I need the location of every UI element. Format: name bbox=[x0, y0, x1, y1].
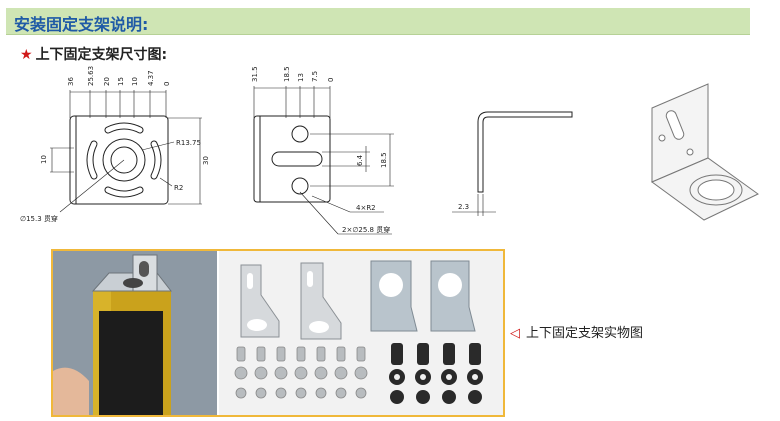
dim-10-top: 10 bbox=[131, 77, 139, 86]
dim-13: 13 bbox=[297, 73, 305, 82]
section-banner: 安装固定支架说明: bbox=[6, 8, 750, 35]
drawing-profile-view bbox=[452, 111, 573, 216]
dim-30-right: 30 bbox=[202, 156, 210, 165]
star-icon: ★ bbox=[20, 47, 33, 63]
dim-4-37: 4.37 bbox=[147, 70, 155, 86]
photo-mounted-bracket bbox=[53, 251, 217, 415]
photo-bracket-kit bbox=[219, 251, 503, 415]
photo-caption: ◁ 上下固定支架实物图 bbox=[510, 322, 643, 341]
left-arrow-icon: ◁ bbox=[510, 326, 520, 341]
radius-small-label: R2 bbox=[174, 184, 183, 192]
drawing-side-view bbox=[253, 86, 394, 235]
caption-text: 上下固定支架实物图 bbox=[526, 326, 644, 341]
dim-2-3: 2.3 bbox=[458, 203, 469, 211]
dim-31-5: 31.5 bbox=[251, 66, 259, 82]
bracket-3d-sketch bbox=[650, 83, 759, 221]
drawing-front-labels: 36 25.63 20 15 10 4.37 0 10 30 R13.75 R2… bbox=[20, 66, 210, 223]
dim-15: 15 bbox=[117, 77, 125, 86]
dim-10-left: 10 bbox=[40, 155, 48, 164]
drawing-front-view bbox=[50, 90, 202, 213]
photo-panel bbox=[51, 249, 505, 417]
dim-6-4: 6.4 bbox=[356, 154, 364, 166]
section-title: 安装固定支架说明: bbox=[14, 15, 149, 34]
dim-20: 20 bbox=[103, 77, 111, 86]
note-holes: 2×∅25.8 贯穿 bbox=[342, 225, 390, 234]
dim-7-5: 7.5 bbox=[311, 71, 319, 82]
hole-note: ∅15.3 贯穿 bbox=[20, 214, 58, 223]
note-4xr2: 4×R2 bbox=[356, 204, 376, 212]
dim-18-5-top: 18.5 bbox=[283, 66, 291, 82]
dim-36: 36 bbox=[67, 77, 75, 86]
radius-big-label: R13.75 bbox=[176, 139, 201, 147]
drawing-side-labels: 31.5 18.5 13 7.5 0 6.4 18.5 4×R2 2×∅25.8… bbox=[251, 66, 390, 234]
dim-18-5-right: 18.5 bbox=[380, 152, 388, 168]
subtitle-text: 上下固定支架尺寸图: bbox=[35, 47, 168, 63]
dim-25-63: 25.63 bbox=[87, 66, 95, 86]
dim-0-side: 0 bbox=[327, 78, 335, 82]
subtitle: ★上下固定支架尺寸图: bbox=[20, 44, 167, 64]
dim-0: 0 bbox=[163, 82, 171, 86]
